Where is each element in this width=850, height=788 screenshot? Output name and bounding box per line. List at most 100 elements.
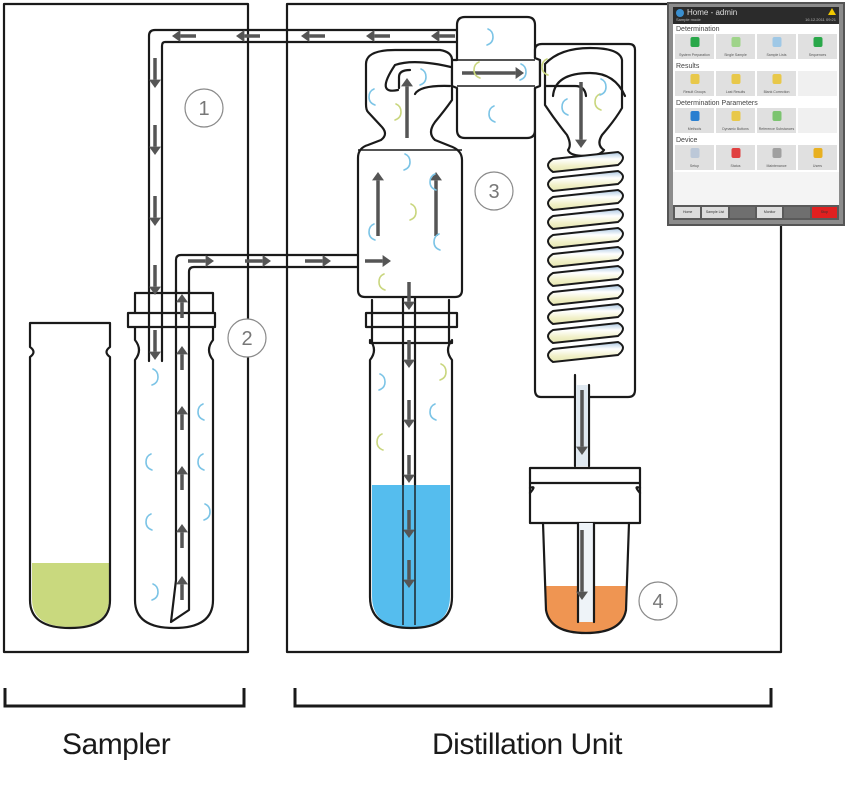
tablet-tile-label: Methods: [687, 127, 702, 131]
coil-turn: [547, 207, 624, 231]
marker-2: 2: [227, 318, 267, 358]
vapor-swirl: [429, 173, 437, 191]
tablet-title: Home - admin: [687, 8, 738, 17]
clipboard-icon: [772, 111, 781, 121]
tablet-subtitle: Sample mode: [676, 17, 701, 22]
recycle-icon: [690, 37, 699, 47]
flow-arrow: [372, 172, 384, 236]
tablet-footer-button[interactable]: [784, 207, 810, 218]
flow-arrow: [365, 255, 391, 267]
tablet-tile-label: Users: [812, 164, 823, 168]
sampler-bracket: [3, 688, 246, 708]
thermometer-icon: [731, 148, 740, 158]
tablet-tile-dynamic-buttons[interactable]: Dynamic Buttons: [716, 108, 755, 133]
marker-2-label: 2: [241, 328, 252, 350]
flow-arrow: [305, 255, 331, 267]
tablet-tile-label: Sample Lists: [766, 53, 787, 57]
tablet-tile-sequences[interactable]: Sequences: [798, 34, 837, 59]
vapor-swirl: [197, 403, 205, 421]
tablet-tile-reference-substances[interactable]: Reference Substances: [757, 108, 796, 133]
tablet-tile-grid: Methods Dynamic Buttons Reference Substanc…: [673, 108, 839, 135]
flow-arrow: [576, 530, 588, 600]
vapor-swirl: [378, 373, 386, 391]
tablet-footer-button-monitor[interactable]: Monitor: [756, 207, 783, 218]
vapor-swirl: [433, 233, 441, 251]
folder-icon: [690, 74, 699, 84]
tablet-tile-single-sample[interactable]: Single Sample: [716, 34, 755, 59]
vapor-swirl: [403, 153, 411, 171]
settings-sheet-icon: [690, 148, 699, 158]
marker-3: 3: [474, 171, 514, 211]
distillation-unit-label: Distillation Unit: [432, 728, 622, 761]
flow-arrow: [176, 346, 188, 370]
tablet-tile-label: Last Results: [725, 90, 746, 94]
vapor-swirl: [145, 453, 153, 471]
vapor-swirl: [394, 103, 402, 121]
tablet-tile-sample-lists[interactable]: Sample Lists: [757, 34, 796, 59]
flow-arrow: [176, 524, 188, 548]
receiver-vessel: [528, 466, 642, 635]
tablet-tile-label: System Preparation: [679, 53, 710, 57]
flow-arrow: [245, 255, 271, 267]
flow-arrow: [149, 196, 161, 226]
tablet-tile-empty: [798, 71, 837, 96]
vapor-swirl: [429, 403, 437, 421]
tablet-footer-button[interactable]: [729, 207, 755, 218]
tablet-tile-result-groups[interactable]: Result Groups: [675, 71, 714, 96]
flow-arrow: [172, 30, 196, 42]
vapor-swirl: [368, 88, 376, 106]
flow-arrow: [431, 30, 455, 42]
flow-arrow: [188, 255, 214, 267]
sequence-icon: [813, 37, 822, 47]
documents-icon: [772, 37, 781, 47]
sample-tube-left: [28, 321, 112, 630]
flow-arrow: [403, 340, 415, 368]
vapor-swirl: [473, 61, 481, 79]
coil-turn: [547, 150, 624, 174]
vapor-swirl: [378, 273, 386, 291]
distillation-bracket: [293, 688, 773, 708]
vapor-swirl: [599, 78, 607, 96]
tablet-tile-last-results[interactable]: Last Results: [716, 71, 755, 96]
key-icon: [813, 148, 822, 158]
tablet-footer-button-stop[interactable]: Stop: [811, 207, 837, 218]
marker-1: 1: [184, 88, 224, 128]
tablet-tile-system-preparation[interactable]: System Preparation: [675, 34, 714, 59]
flow-arrows: [149, 30, 588, 600]
tablet-tile-methods[interactable]: Methods: [675, 108, 714, 133]
tablet-tile-label: Sequences: [808, 53, 827, 57]
tablet-tile-status[interactable]: Status: [716, 145, 755, 170]
tablet-footer-button-home[interactable]: Home: [675, 207, 701, 218]
vapor-swirl: [203, 503, 211, 521]
coil-turn: [547, 321, 624, 345]
tablet-tile-label: Dynamic Buttons: [722, 127, 749, 131]
tablet-tile-label: Single Sample: [724, 53, 747, 57]
tablet-header: Home - admin Sample mode 16.12.2011 09:2…: [673, 7, 839, 24]
sample-tube-right: [126, 288, 217, 630]
vapor-swirl: [151, 368, 159, 386]
tablet-tile-maintenance[interactable]: Maintenance: [757, 145, 796, 170]
tablet-tile-label: Maintenance: [766, 164, 787, 168]
warning-triangle-icon[interactable]: [828, 8, 836, 15]
tablet-tile-empty: [798, 108, 837, 133]
sample-liquid: [32, 563, 109, 627]
coil-turn: [547, 245, 624, 269]
vapor-swirl: [145, 513, 153, 531]
vapor-swirl: [151, 583, 159, 601]
tablet-tile-users[interactable]: Users: [798, 145, 837, 170]
tablet-footer-button-sample-list[interactable]: Sample List: [702, 207, 728, 218]
control-tablet: Home - admin Sample mode 16.12.2011 09:2…: [667, 2, 845, 226]
vapor-swirl: [197, 453, 205, 471]
tablet-tile-setup[interactable]: Setup: [675, 145, 714, 170]
document-icon: [731, 37, 740, 47]
vapor-swirl: [376, 433, 384, 451]
flow-arrow: [401, 78, 413, 138]
flow-arrow: [462, 67, 524, 79]
coil-turn: [547, 340, 624, 364]
tablet-tile-blank-correction[interactable]: Blank Correction: [757, 71, 796, 96]
coil-turn: [547, 283, 624, 307]
vapor-swirl: [368, 223, 376, 241]
